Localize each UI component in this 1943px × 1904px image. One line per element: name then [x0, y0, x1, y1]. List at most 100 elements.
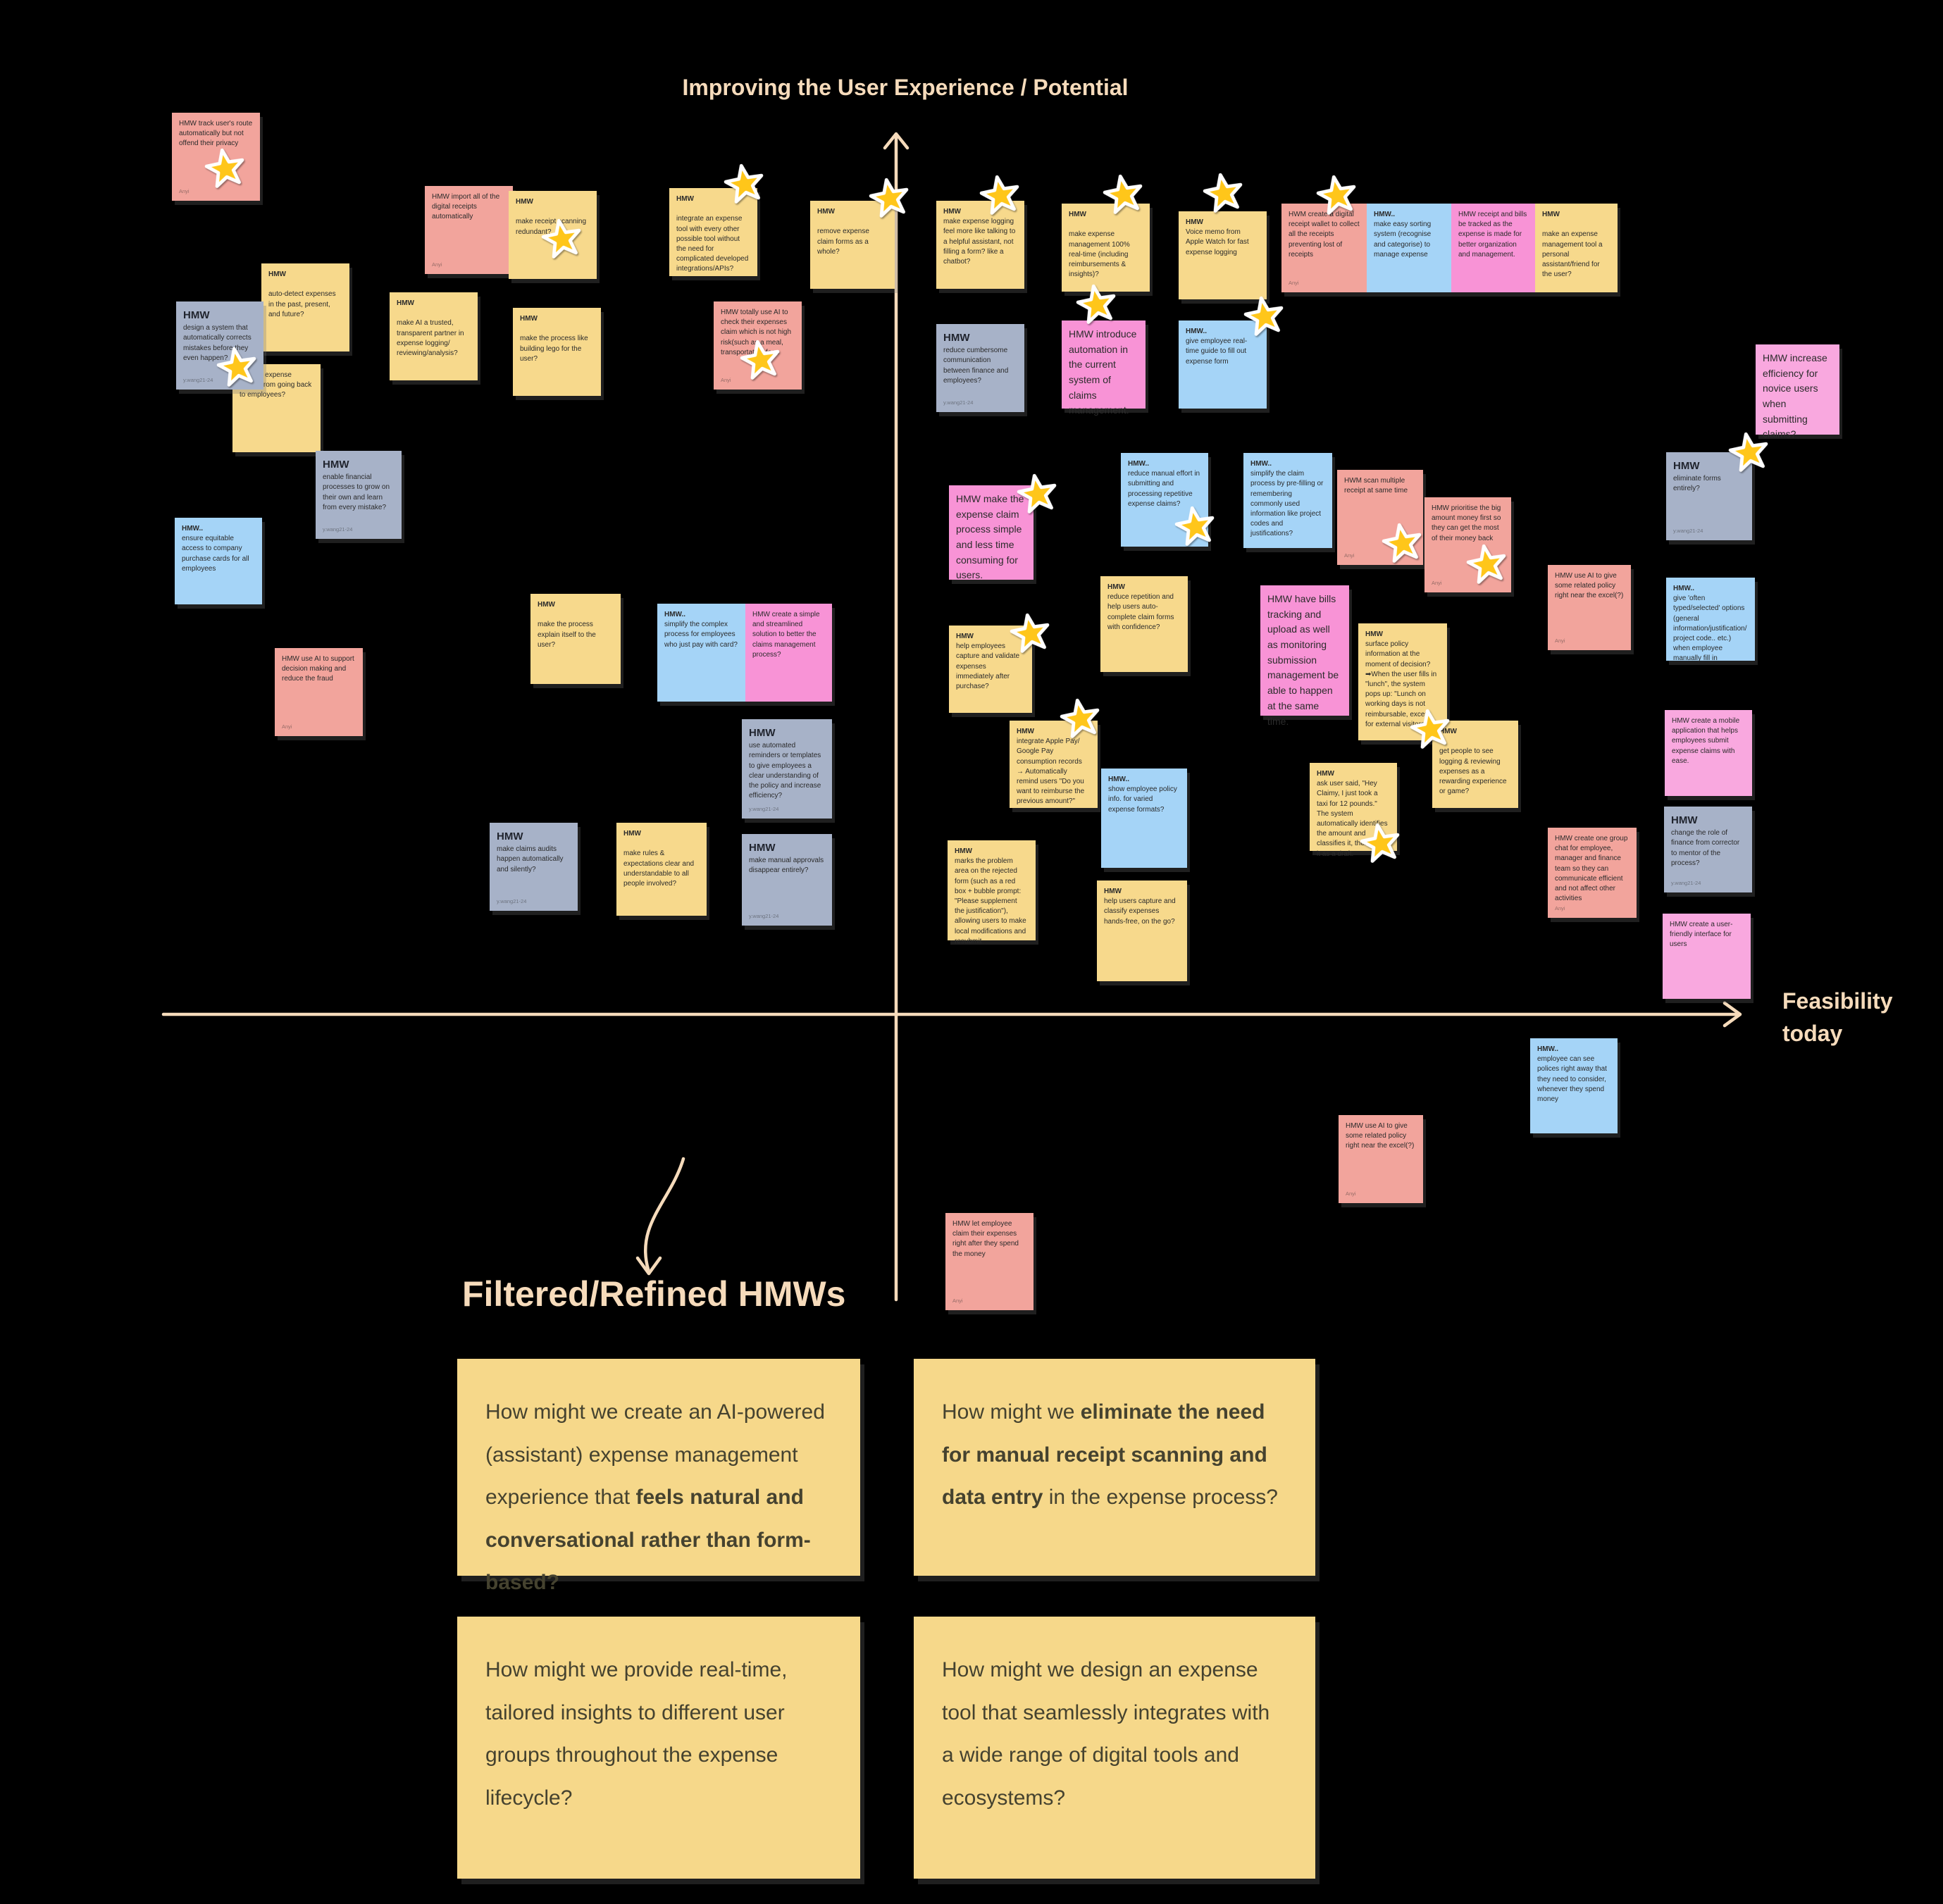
sticky-note-policy-info-formats[interactable]: HMW.. show employee policy info. for var…: [1101, 769, 1187, 868]
star-icon[interactable]: [1005, 609, 1056, 659]
sticky-note-simplify-card-payers[interactable]: HMW.. simplify the complex process for e…: [657, 604, 745, 702]
refined-hmw-card-3[interactable]: How might we provide real-time, tailored…: [457, 1617, 860, 1879]
sticky-note-rules-expectations[interactable]: HMW make rules & expectations clear and …: [616, 823, 707, 916]
sticky-note-receipt-wallet[interactable]: HWM create a digital receipt wallet to c…: [1281, 204, 1367, 292]
sticky-note-eliminate-forms[interactable]: HMW eliminate forms entirely? y.wang21-2…: [1666, 452, 1752, 540]
sticky-note-auto-complete-forms[interactable]: HMW reduce repetition and help users aut…: [1100, 576, 1188, 672]
note-title: HMW..: [182, 525, 203, 533]
refined-hmw-card-4[interactable]: How might we design an expense tool that…: [914, 1617, 1315, 1879]
sticky-note-personal-assistant[interactable]: HMW make an expense management tool a pe…: [1535, 204, 1618, 292]
star-icon[interactable]: [1377, 518, 1428, 569]
note-author: y.wang21-24: [749, 806, 779, 813]
sticky-note-claims-audits[interactable]: HMW make claims audits happen automatica…: [490, 823, 578, 911]
sticky-note-apple-pay-records[interactable]: HMW integrate Apple Pay/ Google Pay cons…: [1010, 721, 1098, 808]
star-icon[interactable]: [1724, 428, 1775, 478]
x-axis-arrowhead: [1722, 1001, 1742, 1028]
note-body: make claims audits happen automatically …: [497, 845, 564, 873]
note-body: HMW track user's route automatically but…: [179, 120, 253, 148]
sticky-note-bills-tracking-same-time[interactable]: HMW have bills tracking and upload as we…: [1260, 585, 1349, 727]
star-icon[interactable]: [537, 214, 588, 265]
sticky-note-prefill-claims[interactable]: HMW.. simplify the claim process by pre-…: [1243, 453, 1332, 548]
note-body: reduce repetition and help users auto-co…: [1107, 593, 1174, 631]
star-icon[interactable]: [1012, 469, 1063, 520]
sticky-note-surface-policy[interactable]: HMW surface policy information at the mo…: [1358, 623, 1447, 740]
note-title: HMW: [943, 332, 970, 344]
sticky-note-finance-mentor[interactable]: HMW change the role of finance from corr…: [1664, 807, 1752, 892]
note-author: Anyi: [952, 1298, 963, 1305]
star-icon[interactable]: [212, 342, 263, 393]
note-body: HMW create a simple and streamlined solu…: [752, 611, 820, 659]
note-body: make receipt scanning redundant?: [516, 218, 587, 236]
sticky-note-remove-forms[interactable]: HMW remove expense claim forms as a whol…: [810, 201, 895, 289]
y-axis-arrowhead: [883, 132, 910, 150]
sticky-note-novice-efficiency[interactable]: HMW increase efficiency for novice users…: [1756, 344, 1839, 440]
refined-hmw-card-1[interactable]: How might we create an AI-powered (assis…: [457, 1359, 860, 1594]
sticky-note-hey-claimy[interactable]: HMW ask user said, "Hey Claimy, I just t…: [1310, 763, 1397, 858]
sticky-note-introduce-automation[interactable]: HMW introduce automation in the current …: [1062, 321, 1146, 416]
sticky-note-claim-simple[interactable]: HMW make the expense claim process simpl…: [949, 485, 1033, 580]
sticky-note-building-lego[interactable]: HMW make the process like building lego …: [513, 308, 601, 396]
sticky-note-prioritise-big-amount[interactable]: HMW prioritise the big amount money firs…: [1424, 497, 1511, 592]
star-icon[interactable]: [1405, 704, 1456, 755]
star-icon[interactable]: [1055, 694, 1106, 745]
note-author: y.wang21-24: [183, 377, 213, 384]
star-icon[interactable]: [200, 144, 251, 194]
sticky-note-policy-near-excel-bottom[interactable]: HMW use AI to give some related policy r…: [1339, 1115, 1423, 1203]
star-icon[interactable]: [735, 335, 786, 386]
sticky-note-realtime-management[interactable]: HMW make expense management 100% real-ti…: [1062, 204, 1150, 292]
sticky-note-import-receipts[interactable]: HMW import all of the digital receipts a…: [425, 186, 513, 274]
sticky-note-manual-approvals-disappear[interactable]: HMW make manual approvals disappear enti…: [742, 834, 832, 926]
sticky-note-claim-right-after[interactable]: HMW let employee claim their expenses ri…: [945, 1213, 1033, 1310]
sticky-note-rewarding-game[interactable]: HMW get people to see logging & reviewin…: [1432, 721, 1518, 808]
sticky-note-mobile-app[interactable]: HMW create a mobile application that hel…: [1665, 710, 1752, 796]
sticky-note-often-typed-options[interactable]: HMW.. give 'often typed/selected' option…: [1666, 578, 1755, 662]
sticky-note-marks-problem-area[interactable]: HMW marks the problem area on the reject…: [948, 840, 1036, 945]
star-icon[interactable]: [719, 159, 770, 210]
refined-hmw-card-text: How might we design an expense tool that…: [942, 1658, 1270, 1810]
sticky-note-streamlined-solution[interactable]: HMW create a simple and streamlined solu…: [745, 604, 832, 702]
sticky-note-group-chat[interactable]: HMW create one group chat for employee, …: [1548, 828, 1637, 918]
sticky-note-easy-sorting[interactable]: HMW.. make easy sorting system (recognis…: [1367, 204, 1451, 292]
sticky-note-see-polices-right-away[interactable]: HMW.. employee can see polices right awa…: [1530, 1038, 1618, 1133]
sticky-note-voice-memo[interactable]: HMW Voice memo from Apple Watch for fast…: [1179, 211, 1267, 299]
sticky-note-integrate-tool[interactable]: HMW integrate an expense tool with every…: [669, 188, 757, 276]
note-body: HWM scan multiple receipt at same time: [1344, 477, 1408, 495]
star-icon[interactable]: [864, 173, 915, 224]
note-title: HMW: [1542, 211, 1560, 218]
sticky-note-process-explain-itself[interactable]: HMW make the process explain itself to t…: [530, 594, 621, 684]
note-title: HMW: [676, 195, 694, 203]
star-icon[interactable]: [1355, 819, 1406, 869]
star-icon[interactable]: [1170, 502, 1221, 552]
note-body: HMW use AI to give some related policy r…: [1346, 1122, 1415, 1150]
star-icon[interactable]: [1462, 540, 1513, 590]
sticky-note-bills-tracked[interactable]: HMW receipt and bills be tracked as the …: [1451, 204, 1535, 292]
sticky-note-user-friendly-interface[interactable]: HMW create a user-friendly interface for…: [1663, 914, 1751, 999]
note-body: Voice memo from Apple Watch for fast exp…: [1186, 228, 1249, 256]
note-title: HMW..: [1108, 776, 1129, 783]
sticky-note-equitable-access[interactable]: HMW.. ensure equitable access to company…: [175, 518, 262, 604]
star-icon[interactable]: [1239, 292, 1290, 342]
note-title: HMW..: [664, 611, 685, 618]
star-icon[interactable]: [975, 170, 1026, 221]
sticky-note-reduce-communication[interactable]: HMW reduce cumbersome communication betw…: [936, 324, 1024, 412]
note-title: HMW..: [1374, 211, 1395, 218]
sticky-note-ai-trusted-partner[interactable]: HMW make AI a trusted, transparent partn…: [390, 292, 478, 380]
note-body: use automated reminders or templates to …: [749, 742, 821, 800]
sticky-note-automated-reminders[interactable]: HMW use automated reminders or templates…: [742, 719, 832, 819]
note-body: auto-detect expenses in the past, presen…: [268, 290, 336, 318]
sticky-note-processes-learn[interactable]: HMW enable financial processes to grow o…: [316, 451, 402, 539]
star-icon[interactable]: [1098, 170, 1149, 220]
star-icon[interactable]: [1312, 170, 1362, 221]
sticky-note-policy-near-excel-top[interactable]: HMW use AI to give some related policy r…: [1548, 565, 1631, 650]
star-icon[interactable]: [1198, 168, 1249, 219]
star-icon[interactable]: [1072, 280, 1122, 330]
sticky-note-realtime-guide[interactable]: HMW.. give employee real-time guide to f…: [1179, 321, 1267, 409]
sticky-note-hands-free-capture[interactable]: HMW help users capture and classify expe…: [1097, 881, 1187, 981]
note-author: y.wang21-24: [1671, 880, 1701, 887]
sticky-note-ai-reduce-fraud[interactable]: HMW use AI to support decision making an…: [275, 648, 363, 736]
sticky-note-chatbot-logging[interactable]: HMW make expense logging feel more like …: [936, 201, 1024, 289]
sticky-note-auto-detect[interactable]: HMW auto-detect expenses in the past, pr…: [261, 263, 349, 351]
sticky-note-capture-validate[interactable]: HMW help employees capture and validate …: [949, 626, 1032, 713]
refined-hmw-card-2[interactable]: How might we eliminate the need for manu…: [914, 1359, 1315, 1576]
